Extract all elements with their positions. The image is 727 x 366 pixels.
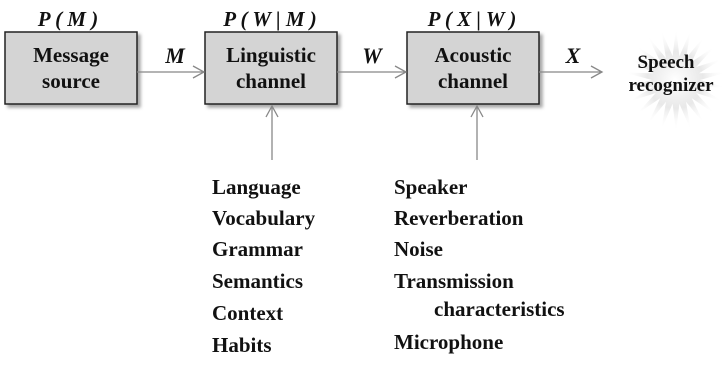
signal-label-m: M [164,43,186,68]
linguistic-channel-line1: Linguistic [226,43,316,67]
acoustic-factor-noise: Noise [394,237,443,261]
linguistic-factor-item: Habits [212,333,272,357]
linguistic-factor-item: Language [212,175,301,199]
arrow-head-acoustic-influence [470,104,484,118]
acoustic-factor-transmission: Transmission [394,269,514,293]
acoustic-channel-line2: channel [438,69,508,93]
signal-label-w: W [362,43,383,68]
linguistic-channel-box [204,31,338,105]
message-source-block: Message source [4,31,138,105]
acoustic-factor-speaker: Speaker [394,175,468,199]
acoustic-channel-line1: Acoustic [435,43,512,67]
arrow-head-m [192,65,206,79]
arrow-head-x [590,65,604,79]
influence-arrows [265,104,484,160]
linguistic-factor-item: Semantics [212,269,303,293]
acoustic-factors-list: Speaker Reverberation Noise Transmission… [394,175,565,354]
recognizer-label-line2: recognizer [628,75,714,96]
message-source-line2: source [42,69,100,93]
signal-label-x: X [565,43,582,68]
arrow-head-linguistic-influence [265,104,279,118]
message-source-line1: Message [33,43,109,67]
acoustic-factor-reverberation: Reverberation [394,206,524,230]
acoustic-factor-characteristics: characteristics [434,297,565,321]
prob-label-acoustic: P ( X | W ) [427,7,517,31]
linguistic-factor-item: Vocabulary [212,206,316,230]
prob-label-linguistic: P ( W | M ) [222,7,317,31]
acoustic-channel-box [406,31,540,105]
prob-label-message: P ( M ) [37,7,98,31]
recognizer-burst [624,28,726,132]
recognizer-label-line1: Speech [638,52,695,73]
message-source-box [4,31,138,105]
acoustic-channel-block: Acoustic channel [406,31,540,105]
linguistic-factor-item: Context [212,301,283,325]
arrow-head-w [394,65,408,79]
linguistic-channel-line2: channel [236,69,306,93]
linguistic-channel-block: Linguistic channel [204,31,338,105]
linguistic-factors-list: Language Vocabulary Grammar Semantics Co… [212,175,316,357]
acoustic-factor-microphone: Microphone [394,330,503,354]
linguistic-factor-item: Grammar [212,237,303,261]
signal-arrows [137,65,604,79]
